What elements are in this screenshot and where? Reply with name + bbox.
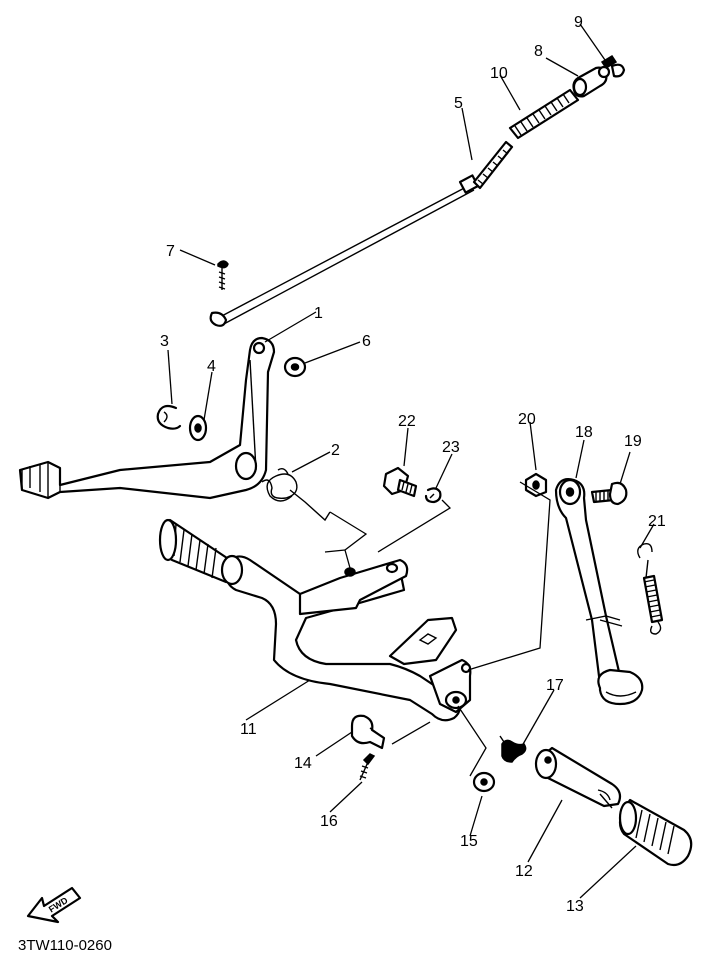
- callout-12: 12: [515, 863, 533, 880]
- brake-rod-spring: [508, 88, 580, 140]
- callout-6: 6: [362, 333, 371, 350]
- leader-lines: [167, 23, 655, 899]
- callout-14: 14: [294, 755, 312, 772]
- callout-18: 18: [575, 424, 593, 441]
- washer-15: [472, 771, 496, 793]
- callout-17: 17: [546, 677, 564, 694]
- cotter-pin: [359, 753, 376, 781]
- pivot-bolt-19: [590, 481, 628, 506]
- callout-2: 2: [331, 442, 340, 459]
- washer-6: [283, 356, 307, 378]
- callout-16: 16: [320, 813, 338, 830]
- callout-23: 23: [442, 439, 460, 456]
- brake-rod: [209, 140, 514, 327]
- callout-3: 3: [160, 333, 169, 350]
- callout-22: 22: [398, 413, 416, 430]
- brake-pedal: [18, 336, 276, 500]
- callout-1: 1: [314, 305, 323, 322]
- washer-23: [424, 487, 442, 504]
- bolt-22: [382, 466, 418, 498]
- callout-labels: 1 2 3 4 5 6 7 8 9 10 11 12 13 14 15 16 1…: [160, 14, 666, 915]
- callout-13: 13: [566, 898, 584, 915]
- assembly-lines: [324, 481, 551, 777]
- return-spring: [261, 467, 331, 522]
- callout-5: 5: [454, 95, 463, 112]
- callout-10: 10: [490, 65, 508, 82]
- callout-15: 15: [460, 833, 478, 850]
- right-footrest: [534, 746, 622, 809]
- forward-arrow-icon: FWD: [26, 886, 82, 924]
- callout-9: 9: [574, 14, 583, 31]
- callout-20: 20: [518, 411, 536, 428]
- bolt-14: [350, 714, 386, 750]
- washer-4: [188, 414, 208, 442]
- drawing-code: 3TW110-0260: [18, 937, 112, 954]
- right-footrest-rubber: [618, 798, 693, 867]
- small-spring-17: [499, 735, 527, 763]
- clevis-pin: [597, 54, 626, 79]
- nut-20: [524, 472, 548, 498]
- callout-11: 11: [240, 721, 257, 738]
- e-clip: [156, 404, 182, 430]
- callout-21: 21: [648, 513, 666, 530]
- callout-8: 8: [534, 43, 543, 60]
- sidestand-spring: [637, 542, 664, 635]
- footrest-bracket: [158, 518, 472, 722]
- callout-7: 7: [166, 243, 175, 260]
- small-bolt: [217, 260, 229, 290]
- sidestand: [554, 478, 644, 706]
- callout-4: 4: [207, 358, 216, 375]
- callout-19: 19: [624, 433, 642, 450]
